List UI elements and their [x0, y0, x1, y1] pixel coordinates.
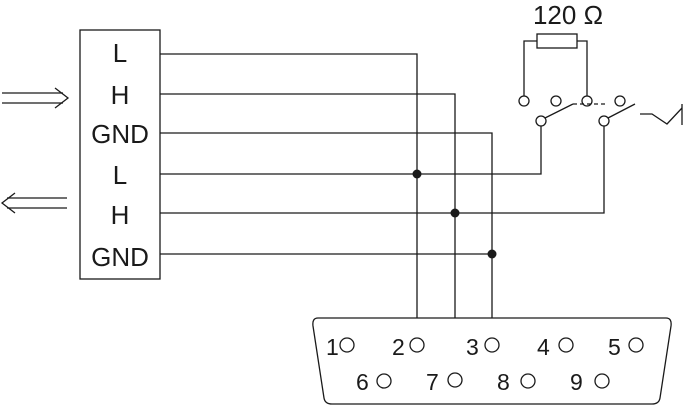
dsub-pin-label-7: 7: [426, 369, 439, 395]
dsub-pin-9-icon: [594, 373, 610, 389]
terminal-label-l-in: L: [113, 38, 127, 68]
input-arrow-icon: [2, 87, 70, 109]
resistor-lead-right: [577, 40, 588, 96]
dsub-pin-label-4: 4: [537, 334, 550, 360]
wire-l-out: [160, 125, 542, 175]
dsub-pin-6-icon: [376, 373, 392, 389]
dsub-pin-label-6: 6: [356, 369, 369, 395]
dsub-pin-3-icon: [484, 337, 500, 353]
dsub-pin-8-icon: [520, 373, 536, 389]
dsub-pin-label-1: 1: [326, 334, 339, 360]
dsub-pin-label-8: 8: [497, 369, 510, 395]
dsub-pin-label-5: 5: [608, 334, 621, 360]
dsub-pin-2-icon: [409, 337, 425, 353]
wire-h-in: [160, 93, 456, 372]
dsub-pin-7-icon: [447, 372, 463, 388]
switch-actuator-icon: [640, 104, 683, 125]
dsub-connector: [312, 317, 672, 405]
resistor-icon: [536, 33, 578, 49]
wire-h-out: [160, 125, 605, 214]
terminal-label-h-out: H: [111, 200, 130, 230]
wire-gnd-in: [160, 132, 493, 336]
resistor-lead-left: [523, 40, 537, 96]
output-arrow-icon: [0, 192, 67, 214]
junction-dot: [450, 208, 460, 218]
junction-dot: [412, 169, 422, 179]
dsub-pin-label-9: 9: [570, 369, 583, 395]
terminal-label-l-out: L: [113, 160, 127, 190]
resistor-label: 120 Ω: [533, 0, 603, 30]
dsub-pin-label-2: 2: [392, 334, 405, 360]
dsub-pin-1-icon: [339, 337, 355, 353]
terminal-block: [79, 29, 161, 280]
dsub-pin-4-icon: [558, 337, 574, 353]
junction-dot: [487, 249, 497, 259]
terminal-label-gnd-in: GND: [91, 119, 149, 149]
dsub-pin-5-icon: [628, 337, 644, 353]
wire-l-in: [160, 53, 418, 336]
terminal-label-gnd-out: GND: [91, 242, 149, 272]
terminal-label-h-in: H: [111, 80, 130, 110]
dsub-pin-label-3: 3: [466, 334, 479, 360]
termination-switch-icon: [518, 95, 636, 127]
